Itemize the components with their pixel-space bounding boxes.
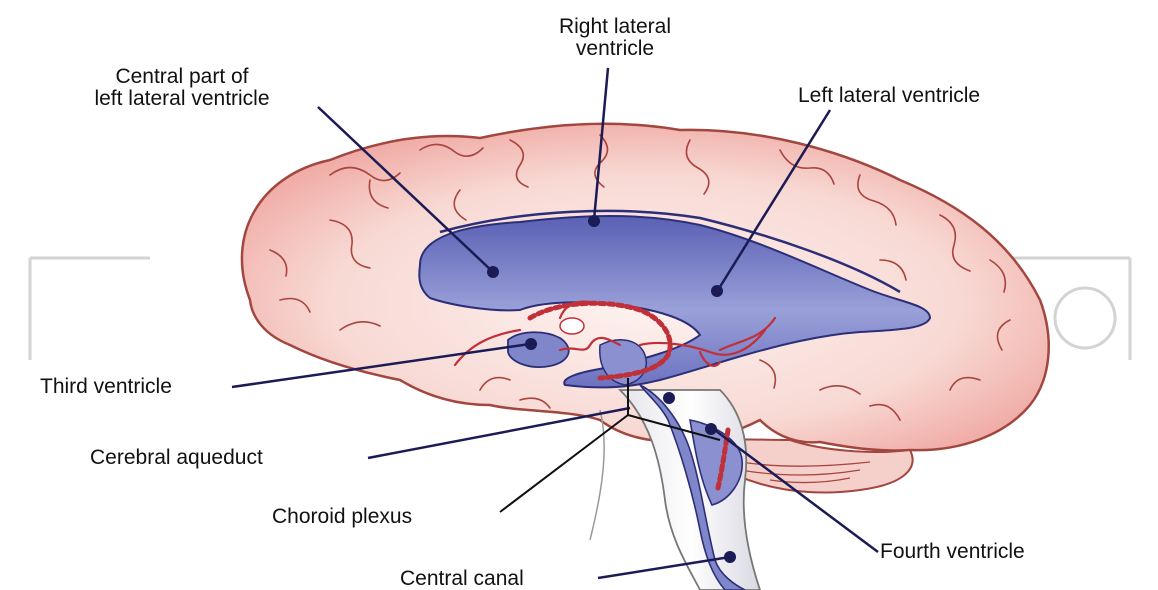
label-cerebral-aqueduct: Cerebral aqueduct	[90, 447, 263, 469]
label-central-part-line1: Central part of	[36, 66, 328, 88]
label-right-lateral-ventricle: Right lateral ventricle	[520, 16, 710, 60]
label-central-part-line2: left lateral ventricle	[36, 88, 328, 110]
label-central-part: Central part of left lateral ventricle	[36, 66, 328, 110]
label-right-lateral-line2: ventricle	[520, 38, 710, 60]
leader-aqueduct	[368, 408, 630, 458]
label-fourth-ventricle: Fourth ventricle	[880, 541, 1025, 563]
label-choroid-plexus: Choroid plexus	[272, 506, 412, 528]
label-right-lateral-line1: Right lateral	[520, 16, 710, 38]
label-central-canal: Central canal	[400, 568, 524, 590]
label-left-lateral-ventricle: Left lateral ventricle	[798, 85, 980, 107]
label-third-ventricle: Third ventricle	[40, 376, 172, 398]
